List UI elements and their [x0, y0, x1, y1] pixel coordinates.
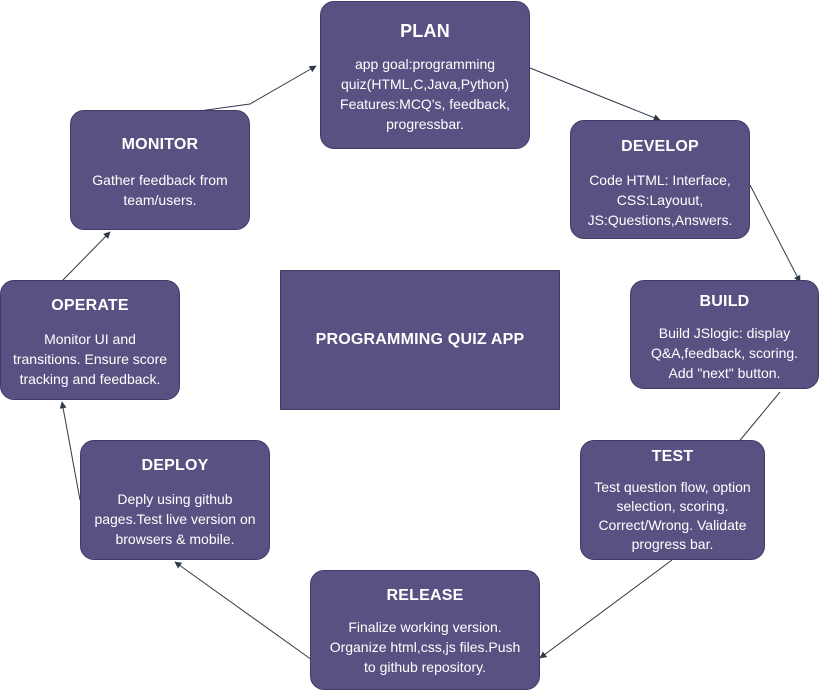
stage-build-line: Build JSlogic: display: [658, 325, 791, 341]
arrow-deploy-to-operate: [59, 401, 81, 501]
arrow-test-to-release: [539, 559, 673, 659]
stage-develop-text: Code HTML: Interface, CSS:Layouut, JS:Qu…: [571, 170, 749, 230]
stage-test-line: progress bar.: [631, 536, 714, 552]
stage-develop-line: CSS:Layouut,: [616, 192, 704, 208]
stage-release-line: to github repository.: [364, 659, 486, 675]
stage-monitor: MONITOR Gather feedback from team/users.: [70, 110, 250, 230]
stage-plan-line: app goal:programming: [354, 56, 496, 72]
stage-operate-title: OPERATE: [51, 297, 129, 314]
diagram-title: PROGRAMMING QUIZ APP: [315, 331, 525, 348]
stage-deploy-line: pages.Test live version on: [94, 511, 256, 527]
stage-plan-line: quiz(HTML,C,Java,Python): [340, 76, 510, 92]
stage-test-line: selection, scoring.: [616, 498, 729, 514]
stage-build-text: Build JSlogic: display Q&A,feedback, sco…: [631, 323, 818, 383]
center-title-box: PROGRAMMING QUIZ APP: [280, 270, 560, 410]
stage-develop-line: Code HTML: Interface,: [589, 172, 731, 188]
stage-deploy-line: browsers & mobile.: [115, 531, 235, 547]
stage-release-text: Finalize working version. Organize html,…: [311, 617, 539, 677]
stage-monitor-text: Gather feedback from team/users.: [71, 170, 249, 210]
stage-deploy-line: Deply using github: [117, 491, 233, 507]
stage-build: BUILD Build JSlogic: display Q&A,feedbac…: [630, 280, 819, 389]
stage-test-text: Test question flow, option selection, sc…: [581, 478, 764, 554]
stage-build-line: Q&A,feedback, scoring.: [650, 345, 799, 361]
stage-operate-line: Monitor UI and: [44, 331, 136, 347]
stage-test-line: Test question flow, option: [594, 479, 751, 495]
stage-build-line: Add "next" button.: [668, 365, 781, 381]
stage-plan-text: app goal:programming quiz(HTML,C,Java,Py…: [321, 54, 529, 134]
arrow-monitor-to-plan: [191, 65, 317, 113]
stage-develop: DEVELOP Code HTML: Interface, CSS:Layouu…: [570, 120, 750, 239]
stage-operate-line: tracking and feedback.: [19, 371, 161, 387]
stage-plan-line: progressbar.: [386, 116, 464, 132]
stage-deploy: DEPLOY Deply using github pages.Test liv…: [80, 440, 270, 560]
arrow-operate-to-monitor: [61, 231, 111, 282]
stage-release-line: Organize html,css,js files.Push: [329, 639, 521, 655]
stage-test: TEST Test question flow, option selectio…: [580, 440, 765, 560]
arrow-plan-to-develop: [529, 67, 661, 121]
stage-deploy-title: DEPLOY: [141, 457, 209, 474]
stage-plan-title: PLAN: [400, 21, 450, 41]
stage-release-title: RELEASE: [386, 587, 464, 604]
stage-plan-line: Features:MCQ's, feedback,: [340, 96, 510, 112]
stage-operate-line: transitions. Ensure score: [12, 351, 168, 367]
stage-monitor-line: Gather feedback from: [92, 172, 228, 188]
stage-test-title: TEST: [651, 448, 694, 465]
stage-deploy-text: Deply using github pages.Test live versi…: [81, 489, 269, 549]
stage-build-title: BUILD: [699, 293, 750, 310]
stage-operate-text: Monitor UI and transitions. Ensure score…: [1, 329, 179, 389]
stage-operate: OPERATE Monitor UI and transitions. Ensu…: [0, 280, 180, 400]
stage-release-line: Finalize working version.: [348, 619, 502, 635]
stage-monitor-line: team/users.: [123, 192, 197, 208]
stage-plan: PLAN app goal:programming quiz(HTML,C,Ja…: [320, 1, 530, 149]
arrow-release-to-deploy: [174, 561, 313, 661]
stage-monitor-title: MONITOR: [121, 136, 199, 153]
stage-develop-title: DEVELOP: [621, 138, 699, 155]
stage-develop-line: JS:Questions,Answers.: [587, 212, 733, 228]
arrow-develop-to-build: [749, 184, 801, 283]
stage-test-line: Correct/Wrong. Validate: [598, 517, 747, 533]
stage-release: RELEASE Finalize working version. Organi…: [310, 570, 540, 690]
